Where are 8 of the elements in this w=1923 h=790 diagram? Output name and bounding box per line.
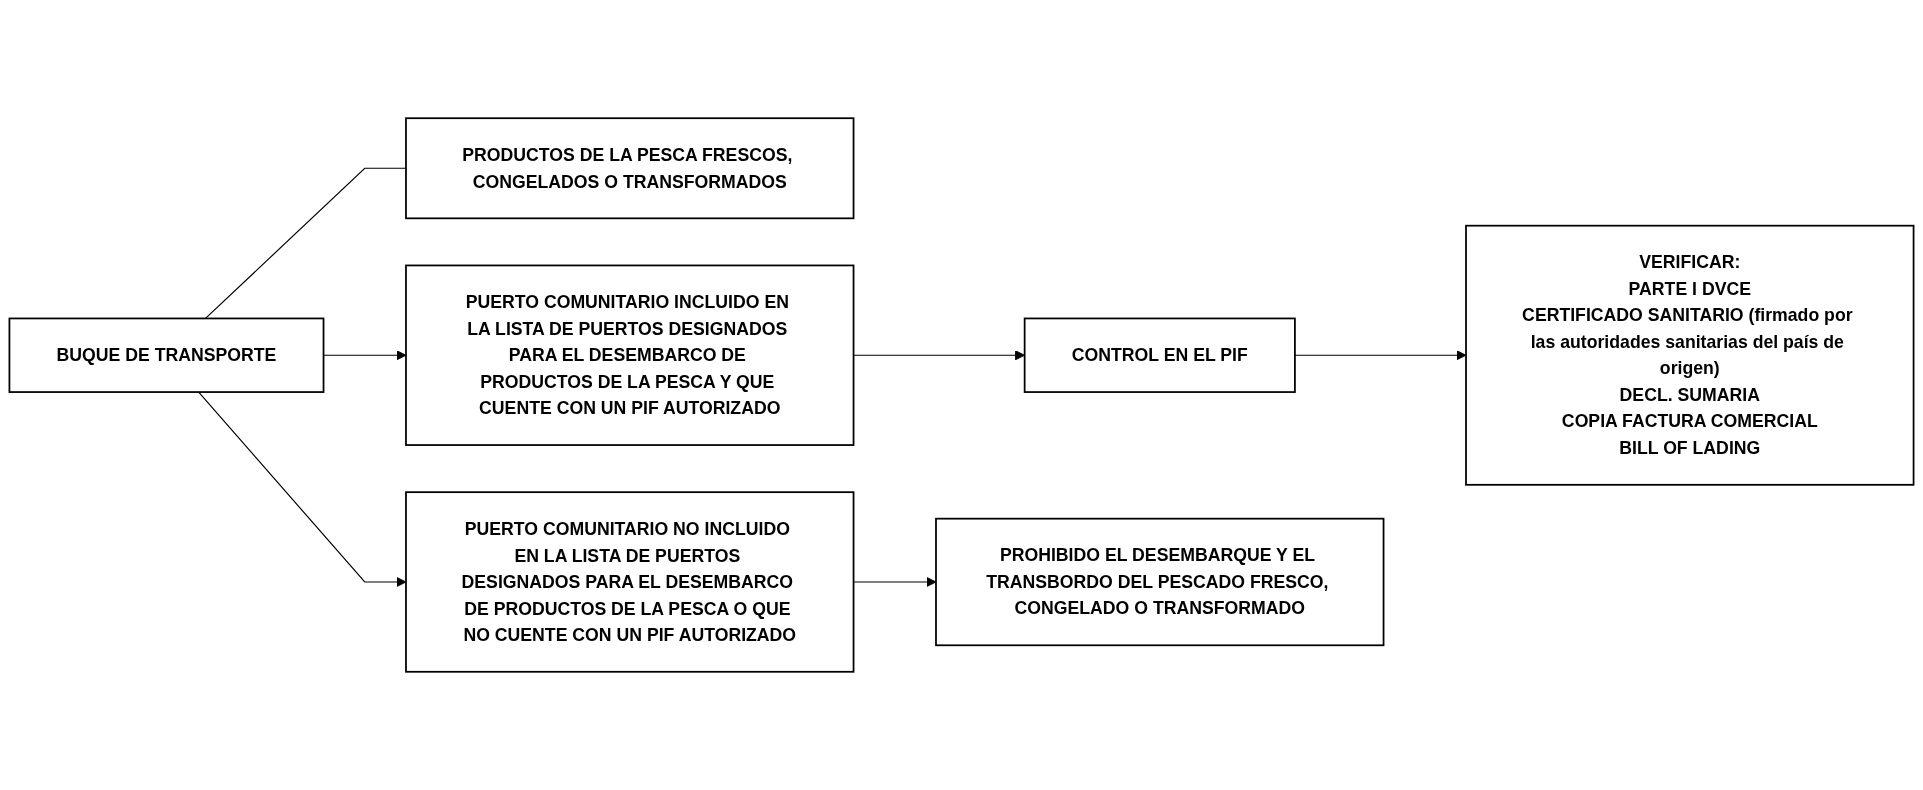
node-box: PROHIBIDO EL DESEMBARQUE Y EL TRANSBORDO DEL PESCADO FRESCO, CONGELADO O TRANSFORMADO	[935, 517, 1385, 647]
node-box: VERIFICAR: PARTE I DVCE CERTIFICADO SANITARIO (firmado por las autoridades sanitarias del país de origen) DECL. SUMARIA COPIA FACTURA COMERCIAL BILL OF LADING	[1465, 224, 1915, 486]
node-box: PUERTO COMUNITARIO NO INCLUIDO EN LA LISTA DE PUERTOS DESIGNADOS PARA EL DESEMBARCO DE PRODUCTOS DE LA PESCA O QUE NO CUENTE CON UN PIF AUTORIZADO	[405, 491, 855, 673]
arrow	[1294, 350, 1467, 361]
node-box: BUQUE DE TRANSPORTE	[8, 317, 325, 393]
node-box: PRODUCTOS DE LA PESCA FRESCOS, CONGELADOS O TRANSFORMADOS	[405, 117, 855, 220]
node-box: CONTROL EN EL PIF	[1023, 317, 1296, 393]
node-box: PUERTO COMUNITARIO INCLUIDO EN LA LISTA DE PUERTOS DESIGNADOS PARA EL DESEMBARCO DE PRODUCTOS DE LA PESCA Y QUE CUENTE CON UN PIF AUTORIZADO	[405, 264, 855, 446]
